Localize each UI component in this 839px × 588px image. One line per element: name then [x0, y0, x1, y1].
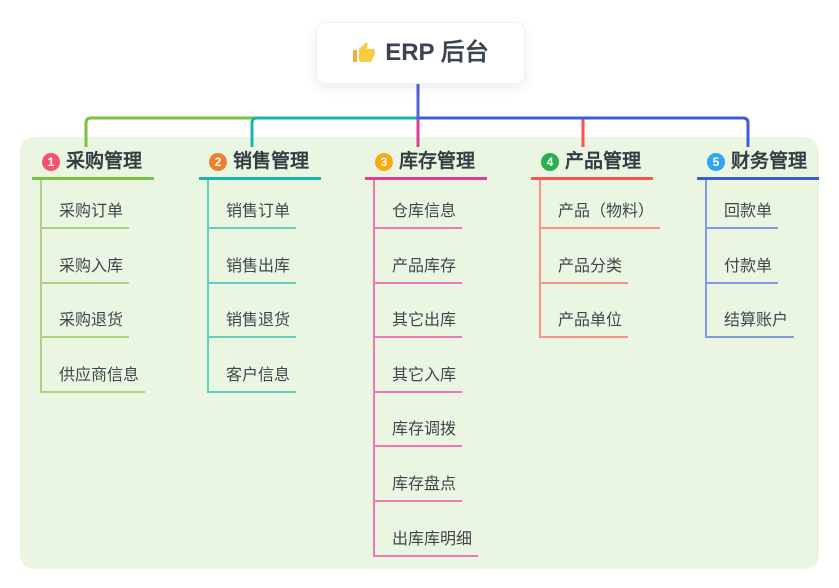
child-node[interactable]: 产品单位 [541, 284, 629, 339]
branch-title: 采购管理 [66, 151, 143, 172]
child-node[interactable]: 采购退货 [42, 284, 130, 339]
child-node[interactable]: 销售出库 [209, 229, 297, 284]
branch-number-badge: 2 [209, 152, 227, 171]
branch-children: 仓库信息 产品库存 其它出库 其它入库 库存调拨 库存盘点 出库库明细 [373, 180, 479, 557]
child-node[interactable]: 供应商信息 [42, 338, 146, 393]
branch-purchase-management: 1 采购管理 采购订单 采购入库 采购退货 供应商信息 [32, 146, 155, 393]
thumbs-up-icon [353, 42, 376, 62]
child-node[interactable]: 付款单 [707, 229, 779, 284]
branch-header-inventory[interactable]: 3 库存管理 [365, 146, 488, 180]
child-node[interactable]: 产品分类 [541, 229, 629, 284]
root-node[interactable]: ERP 后台 [316, 22, 525, 84]
branch-children: 销售订单 销售出库 销售退货 客户信息 [207, 180, 297, 393]
branch-header-finance[interactable]: 5 财务管理 [697, 146, 820, 180]
branch-title: 库存管理 [399, 151, 476, 172]
branch-title: 产品管理 [565, 151, 642, 172]
child-node[interactable]: 采购入库 [42, 229, 130, 284]
branch-number-badge: 5 [707, 152, 725, 171]
child-node[interactable]: 采购订单 [42, 180, 130, 229]
child-node[interactable]: 销售退货 [209, 284, 297, 339]
branch-finance-management: 5 财务管理 回款单 付款单 结算账户 [697, 146, 820, 339]
child-node[interactable]: 仓库信息 [375, 180, 463, 229]
branch-number-badge: 4 [541, 152, 559, 171]
branch-number-badge: 3 [375, 152, 393, 171]
branch-children: 回款单 付款单 结算账户 [705, 180, 795, 339]
child-node[interactable]: 客户信息 [209, 338, 297, 393]
child-node[interactable]: 其它入库 [375, 338, 463, 393]
child-node[interactable]: 结算账户 [707, 284, 795, 339]
branch-header-product[interactable]: 4 产品管理 [531, 146, 654, 180]
branch-header-purchase[interactable]: 1 采购管理 [32, 146, 155, 180]
branches-panel [20, 137, 819, 569]
child-node[interactable]: 出库库明细 [375, 502, 479, 557]
branch-sales-management: 2 销售管理 销售订单 销售出库 销售退货 客户信息 [199, 146, 322, 393]
child-node[interactable]: 销售订单 [209, 180, 297, 229]
child-node[interactable]: 回款单 [707, 180, 779, 229]
branch-title: 财务管理 [731, 151, 808, 172]
root-node-title: ERP 后台 [385, 39, 489, 66]
child-node[interactable]: 其它出库 [375, 284, 463, 339]
child-node[interactable]: 库存盘点 [375, 447, 463, 502]
child-node[interactable]: 库存调拨 [375, 393, 463, 448]
branch-header-sales[interactable]: 2 销售管理 [199, 146, 322, 180]
child-node[interactable]: 产品库存 [375, 229, 463, 284]
branch-children: 产品（物料） 产品分类 产品单位 [539, 180, 661, 339]
branch-children: 采购订单 采购入库 采购退货 供应商信息 [40, 180, 146, 393]
branch-inventory-management: 3 库存管理 仓库信息 产品库存 其它出库 其它入库 库存调拨 库存盘点 出库库… [365, 146, 488, 557]
branch-product-management: 4 产品管理 产品（物料） 产品分类 产品单位 [531, 146, 661, 339]
branch-title: 销售管理 [233, 151, 310, 172]
child-node[interactable]: 产品（物料） [541, 180, 661, 229]
branch-number-badge: 1 [42, 152, 60, 171]
